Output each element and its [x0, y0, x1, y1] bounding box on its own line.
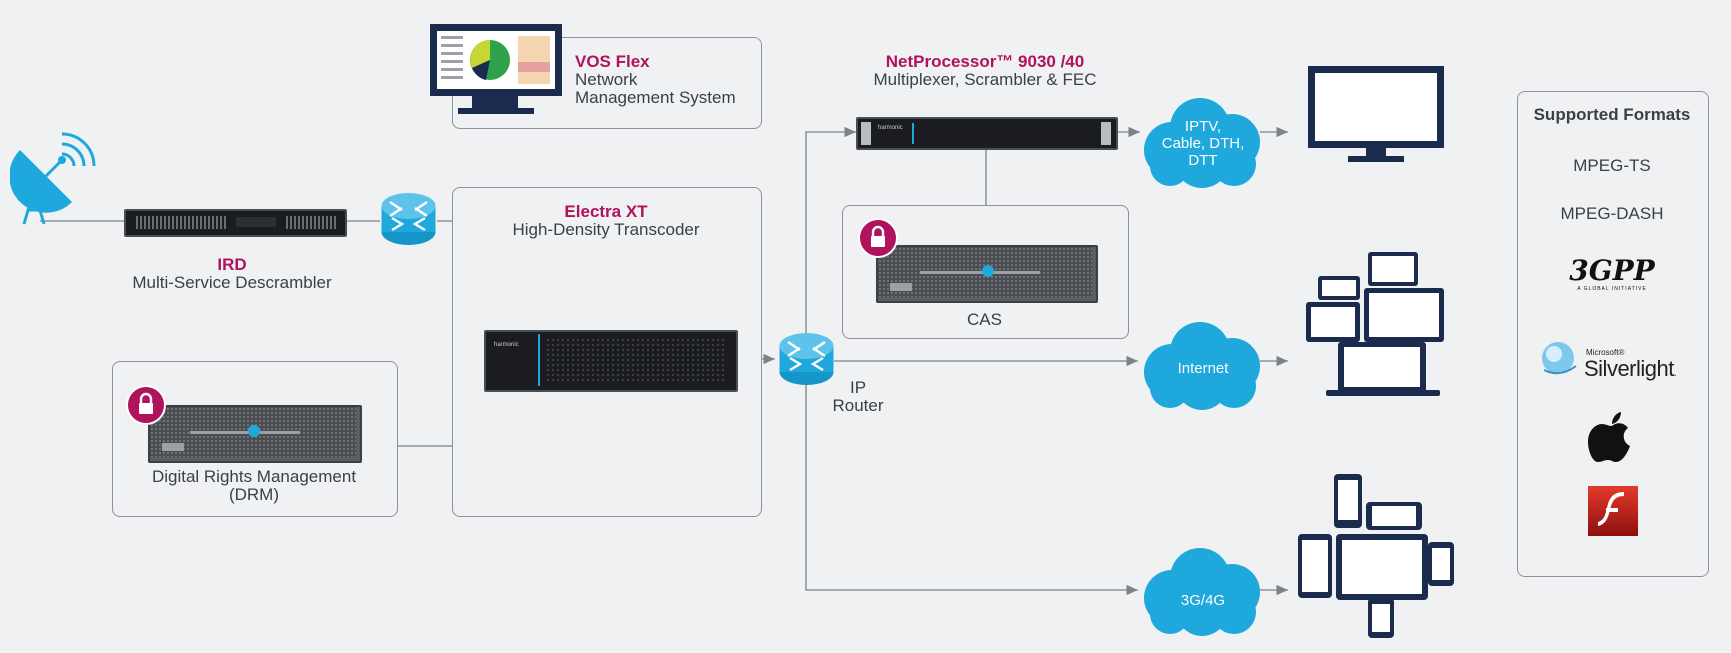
- iptv-line2: Cable, DTH,: [1161, 135, 1245, 152]
- logo-3gpp-sub: A GLOBAL INITIATIVE: [1577, 286, 1647, 292]
- drm-line2: (DRM): [228, 485, 280, 504]
- monitor-icon: [430, 24, 562, 114]
- iptv-line1: IPTV,: [1184, 118, 1222, 135]
- vos-flex-line2: Management System: [575, 88, 736, 107]
- apple-icon: [1588, 412, 1630, 462]
- line-router-mobile: [805, 378, 1138, 596]
- netprocessor-subtitle: Multiplexer, Scrambler & FEC: [873, 70, 1097, 89]
- electra-xt-device: harmonic: [484, 330, 738, 392]
- router-icon: [381, 193, 436, 245]
- drm-line1: Digital Rights Management: [151, 467, 357, 486]
- cloud-iptv-icon: [1144, 98, 1260, 188]
- logo-3gpp: 3GPP A GLOBAL INITIATIVE: [1560, 254, 1664, 293]
- electra-brand: harmonic: [494, 342, 519, 348]
- ird-subtitle: Multi-Service Descrambler: [132, 273, 332, 292]
- ip-router-icon: [779, 333, 834, 385]
- netprocessor-title: NetProcessor™ 9030 /40: [885, 52, 1085, 71]
- satellite-dish-icon: [10, 132, 96, 225]
- ird-title: IRD: [217, 255, 247, 274]
- electra-xt-title: Electra XT: [564, 202, 648, 221]
- ird-device: [124, 209, 347, 237]
- silverlight-word: Silverlight: [1584, 356, 1674, 381]
- line-router-netprocessor: [805, 126, 856, 342]
- multi-device-icon: [1306, 252, 1444, 396]
- ip-router-line1: IP: [849, 378, 867, 397]
- silverlight-text: Silverlight.: [1584, 356, 1677, 382]
- cas-device: [876, 245, 1098, 303]
- vos-flex-line1: Network: [575, 70, 638, 89]
- tv-icon: [1308, 66, 1444, 162]
- cas-lock-icon: [858, 218, 898, 258]
- drm-device: [148, 405, 362, 463]
- mobile-label: 3G/4G: [1180, 592, 1226, 609]
- lock-icon: [126, 385, 166, 425]
- netprocessor-brand: harmonic: [878, 125, 903, 131]
- silverlight-microsoft: Microsoft®: [1586, 348, 1625, 357]
- flash-icon: [1588, 486, 1638, 536]
- electra-xt-subtitle: High-Density Transcoder: [512, 220, 700, 239]
- pie-chart-icon: [470, 40, 510, 80]
- format-mpeg-ts: MPEG-TS: [1573, 156, 1651, 175]
- silverlight-mark: .: [1673, 368, 1677, 379]
- iptv-line3: DTT: [1188, 152, 1218, 169]
- logo-3gpp-text: 3GPP: [1569, 254, 1655, 287]
- silverlight-icon: [1540, 340, 1577, 380]
- ip-router-line2: Router: [832, 396, 884, 415]
- format-mpeg-dash: MPEG-DASH: [1560, 204, 1664, 223]
- internet-label: Internet: [1177, 360, 1229, 377]
- cloud-internet-icon: [1144, 322, 1260, 410]
- cloud-mobile-icon: [1144, 548, 1260, 636]
- mobile-devices-icon: [1298, 474, 1454, 638]
- netprocessor-device: harmonic: [856, 117, 1118, 150]
- supported-formats-title: Supported Formats: [1533, 105, 1691, 124]
- vos-flex-title: VOS Flex: [575, 52, 650, 71]
- cas-label: CAS: [967, 310, 1002, 329]
